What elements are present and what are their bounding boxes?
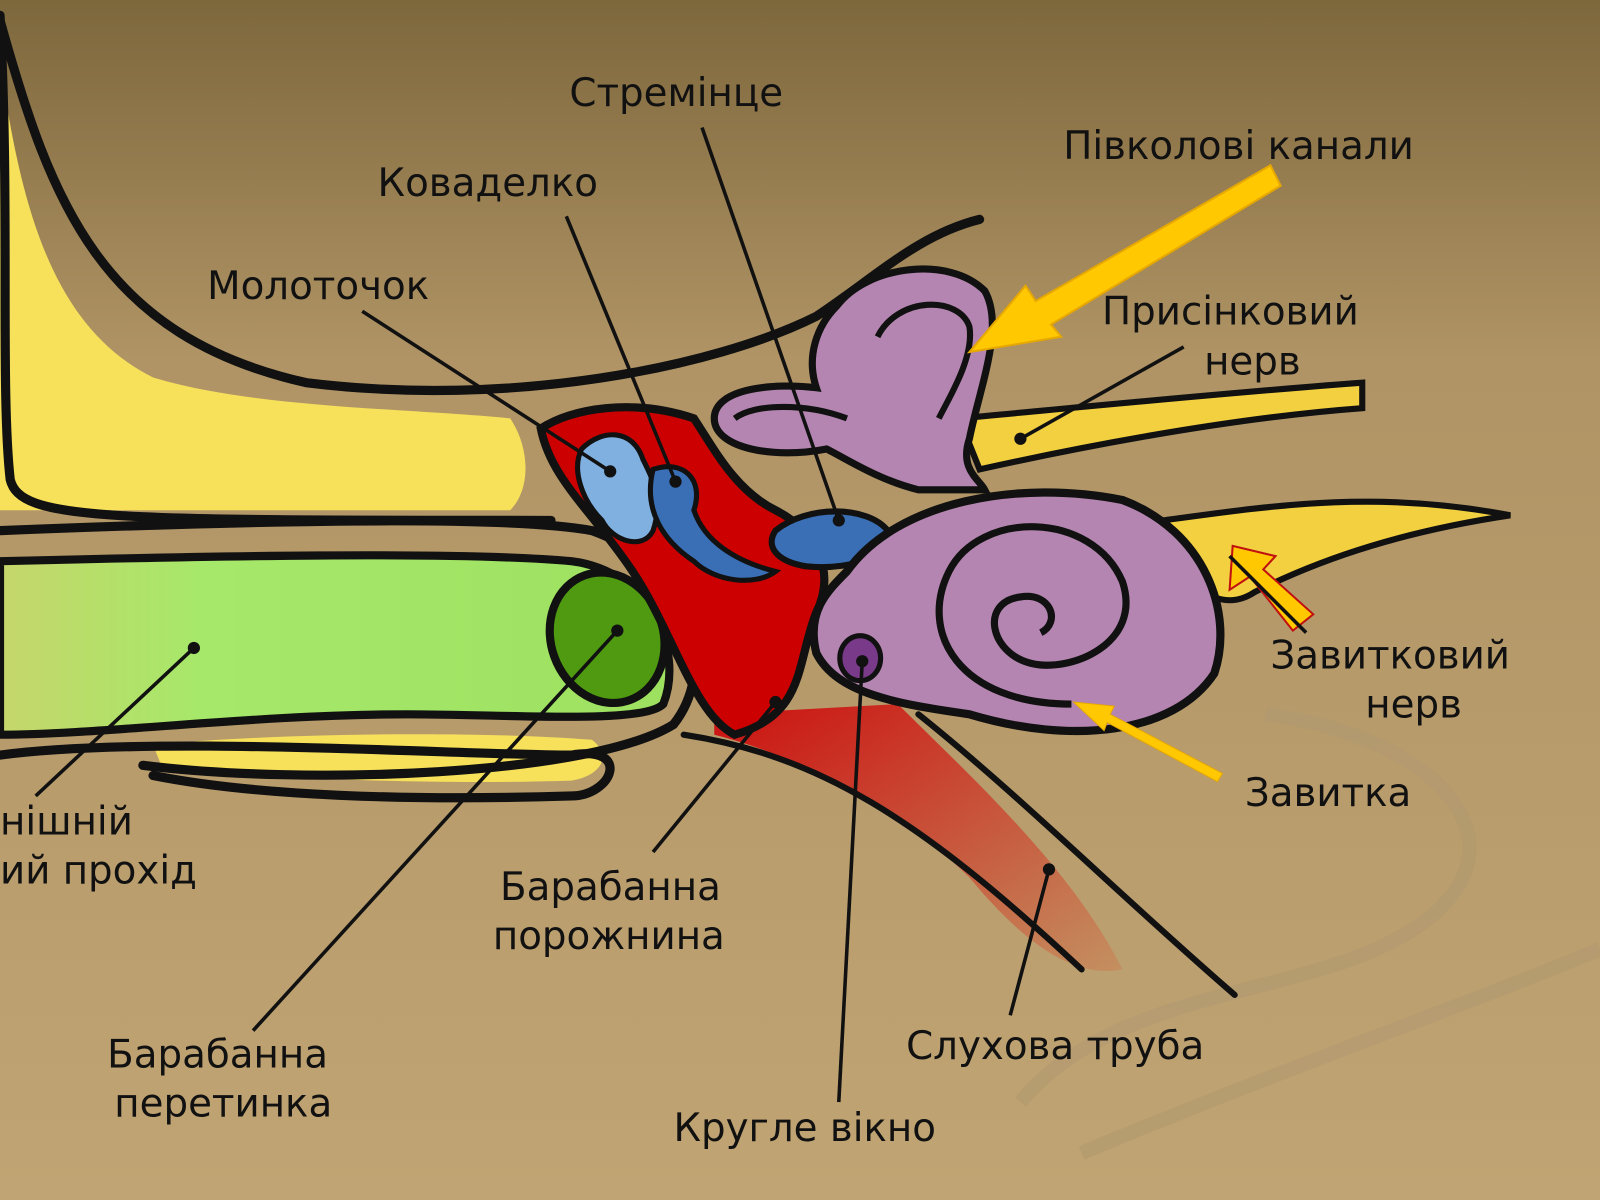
label-eardrum: Барабанна [107,1032,328,1077]
arrow-cochlea-icon [1072,701,1224,783]
label-cochlear-nerve-2: нерв [1365,682,1462,727]
label-incus: Коваделко [378,161,598,206]
label-ear-canal: нішній [0,800,133,845]
label-stapes: Стремінце [569,71,783,116]
outer-bone-upper [0,61,526,511]
label-vestibular-nerve: Присінковий [1102,289,1359,334]
label-tympanic-cavity: Барабанна [500,865,721,910]
cochlea [809,488,1225,736]
label-vestibular-nerve-2: нерв [1204,339,1301,384]
leader-lines [34,126,1308,1103]
incus [647,464,782,583]
tube-outline [915,711,1238,998]
label-tympanic-cavity-2: порожнина [493,914,725,959]
canal-loop [874,301,974,420]
label-round-window: Кругле вікно [673,1106,935,1151]
background-curve [1078,942,1600,1160]
label-ear-canal-2: ий прохід [0,849,197,894]
label-eustachian-tube: Слухова труба [906,1024,1204,1069]
label-semicircular-canals: Півколові канали [1063,124,1414,169]
label-malleus: Молоточок [207,264,429,309]
arrow-semicircular-icon [966,163,1282,354]
semicircular-canals [710,265,996,494]
canal-loop [732,403,849,422]
canal-outline-lower [0,741,615,803]
arrow-cochlear-nerve-icon [1228,544,1315,633]
background-curve [1014,707,1477,1107]
ear-canal [0,551,674,739]
label-eardrum-2: перетинка [114,1081,332,1126]
tube-outline [680,731,1085,973]
label-cochlear-nerve: Завитковий [1270,633,1510,678]
label-cochlea: Завитка [1245,771,1411,816]
cochlea-spiral [935,523,1130,708]
